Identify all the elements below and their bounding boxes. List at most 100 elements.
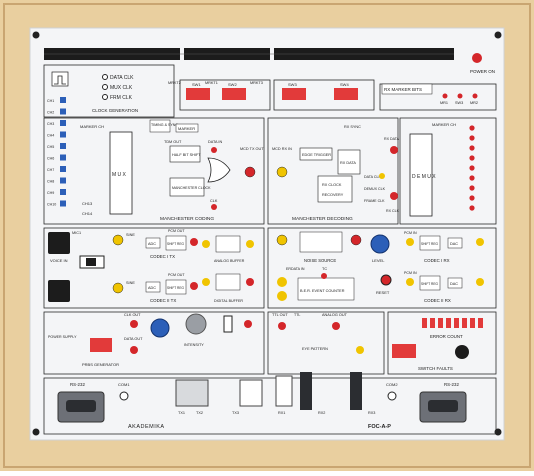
channel-input-socket[interactable] xyxy=(60,120,66,126)
codec-tx2-title: CODEC II TX xyxy=(150,298,176,303)
data-in-socket[interactable] xyxy=(211,147,217,153)
channel-input-socket[interactable] xyxy=(60,166,66,172)
demux-output-led-icon xyxy=(469,145,475,151)
channel-input-socket[interactable] xyxy=(60,189,66,195)
mic2-jack[interactable] xyxy=(48,280,70,302)
pcm-in1-label: PCM IN xyxy=(404,231,417,235)
com2-label: COM2 xyxy=(386,382,398,387)
xor-gate-icon xyxy=(207,157,231,183)
half-bit-shift-box xyxy=(169,145,201,163)
data-clk-label: DATA CLK xyxy=(110,75,134,81)
sine2-socket[interactable] xyxy=(112,282,124,294)
dip-switch[interactable] xyxy=(222,88,246,100)
error-count-led-icon xyxy=(430,318,435,328)
noise-in-socket[interactable] xyxy=(276,234,288,246)
sine2-label: SINE xyxy=(126,281,135,285)
rx-marker-bits-box xyxy=(381,83,433,95)
data-out-socket[interactable] xyxy=(130,346,138,354)
reset-label: RESET xyxy=(376,290,390,295)
data-clk-socket[interactable] xyxy=(102,74,108,80)
clk-label: CLK xyxy=(210,199,218,203)
ber-in2-socket[interactable] xyxy=(277,291,287,301)
tx-toggle-switch[interactable] xyxy=(223,315,233,333)
dip-switch[interactable] xyxy=(282,88,306,100)
mr1-label: MR1 xyxy=(440,101,448,105)
rx2-module[interactable] xyxy=(300,372,312,410)
pcm-in1-socket[interactable] xyxy=(406,238,414,246)
channel-input-socket[interactable] xyxy=(60,177,66,184)
ttl-out-socket[interactable] xyxy=(278,322,286,330)
rx1-out-socket[interactable] xyxy=(476,238,484,246)
level-knob[interactable] xyxy=(370,234,390,254)
mr2-label: MR2 xyxy=(470,101,478,105)
dac1-label: DAC xyxy=(450,242,458,246)
rx1-module[interactable] xyxy=(275,375,293,407)
reset-button[interactable] xyxy=(380,274,392,286)
channel-label: CH2 xyxy=(47,111,54,115)
codec-rx1-title: CODEC I RX xyxy=(424,258,450,263)
voice-select-knob[interactable] xyxy=(86,258,96,266)
eye-pattern-socket[interactable] xyxy=(356,346,364,354)
rx-data-socket[interactable] xyxy=(390,146,398,154)
pcm-out2-socket[interactable] xyxy=(190,282,198,290)
frm-clk-socket[interactable] xyxy=(102,94,108,100)
shift-reg-rx1-label: SHIFT REG xyxy=(421,242,438,246)
com1-jack[interactable] xyxy=(119,391,129,401)
codec-rx2-title: CODEC II RX xyxy=(424,298,451,303)
clock-waveform-icon xyxy=(51,71,69,87)
rx-marker-bits-label: RX MARKER BITS xyxy=(384,87,422,92)
channel-label: CH10 xyxy=(47,203,56,207)
tx-in-socket[interactable] xyxy=(244,320,252,328)
digital-in-socket[interactable] xyxy=(202,278,210,286)
digital-out-socket[interactable] xyxy=(246,278,254,286)
rx2-out-socket[interactable] xyxy=(476,278,484,286)
mux-clk-socket[interactable] xyxy=(102,84,108,90)
analog-buffer-label: ANALOG BUFFER xyxy=(214,259,245,263)
noise-out-socket[interactable] xyxy=(350,234,362,246)
tc-socket[interactable] xyxy=(321,273,327,279)
mux-label: M U X xyxy=(112,172,127,178)
channel-input-socket[interactable] xyxy=(60,154,66,161)
jumper-socket[interactable] xyxy=(379,173,385,179)
com2-jack[interactable] xyxy=(387,391,397,401)
channel-input-socket[interactable] xyxy=(60,200,66,207)
level-label: LEVEL xyxy=(372,258,385,263)
ttl-label: TTL xyxy=(294,313,300,317)
channel-input-socket[interactable] xyxy=(60,143,66,149)
mcd-tx-out-socket[interactable] xyxy=(244,166,256,178)
mux-block xyxy=(109,131,133,215)
error-count-led-icon xyxy=(478,318,483,328)
intensity-knob[interactable] xyxy=(185,313,207,335)
ber-in-label: ERDATA IN xyxy=(286,267,305,271)
pcm-out1-socket[interactable] xyxy=(190,238,198,246)
edge-trigger-box xyxy=(299,147,333,161)
recovery-label: RECOVERY xyxy=(322,193,344,197)
dip-switch[interactable] xyxy=(186,88,210,100)
clk-socket[interactable] xyxy=(211,204,217,210)
tx-module[interactable] xyxy=(175,379,209,407)
error-count-led-icon xyxy=(470,318,475,328)
sine1-socket[interactable] xyxy=(112,234,124,246)
mcd-rx-in-socket[interactable] xyxy=(276,166,288,178)
voice-in-label: VOICE IN xyxy=(50,258,68,263)
mic1-jack[interactable] xyxy=(48,232,70,254)
analog-in-socket[interactable] xyxy=(202,240,210,248)
clk-out-socket[interactable] xyxy=(130,320,138,328)
rx-clk-demux-label: RX CLK xyxy=(386,209,400,213)
pcm-in2-socket[interactable] xyxy=(406,278,414,286)
channel-input-socket[interactable] xyxy=(60,131,66,138)
prbs-dip-switch[interactable] xyxy=(90,338,112,352)
sine1-label: SINE xyxy=(126,233,135,237)
fault-dip-switch[interactable] xyxy=(392,344,416,358)
dip-switch[interactable] xyxy=(334,88,358,100)
channel-input-socket[interactable] xyxy=(60,108,66,115)
rx3-module[interactable] xyxy=(350,372,362,410)
channel-input-socket[interactable] xyxy=(60,97,66,103)
prbs-rate-knob[interactable] xyxy=(150,318,170,338)
analog-out-bottom-socket[interactable] xyxy=(332,322,340,330)
ber-in1-socket[interactable] xyxy=(277,277,287,287)
analog-out-socket[interactable] xyxy=(246,240,254,248)
intensity-label: INTENSITY xyxy=(184,343,204,347)
rx-clk-socket[interactable] xyxy=(390,192,398,200)
error-count-led-icon xyxy=(438,318,443,328)
